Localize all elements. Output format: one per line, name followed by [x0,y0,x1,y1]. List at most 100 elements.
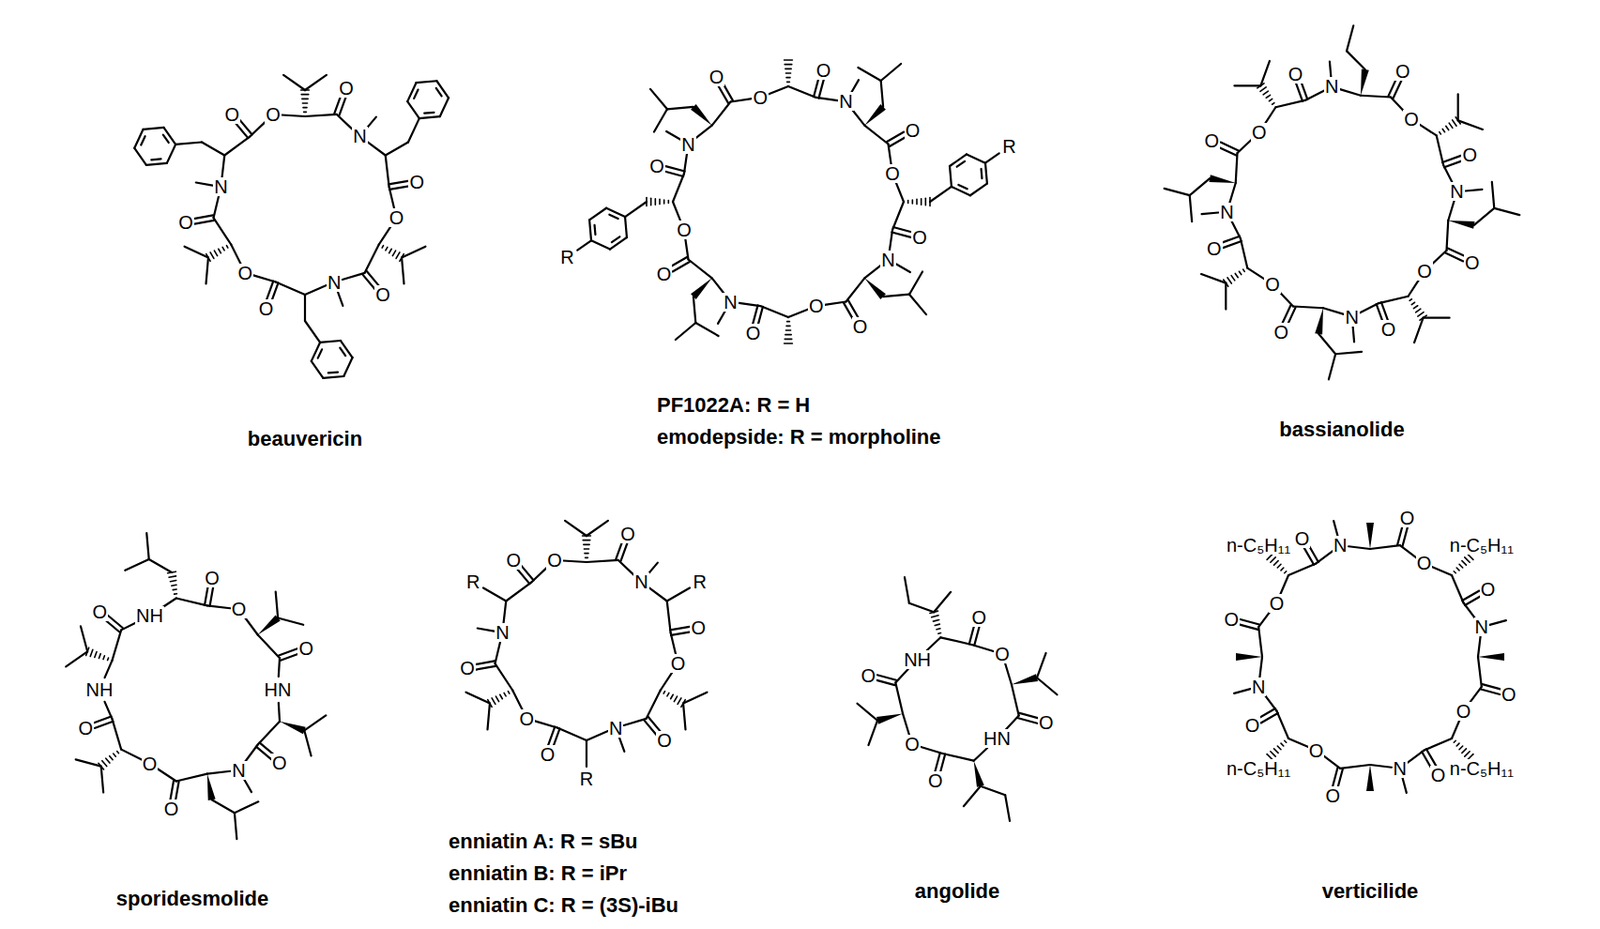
bond-line [938,632,942,635]
bond-line [1222,241,1242,248]
bond-line [932,619,939,622]
atom-label: O [177,213,195,232]
bond-line [275,592,278,619]
bond-line [234,812,237,839]
bond-line [786,325,791,328]
bond-line [193,214,214,219]
bond-line [1201,274,1226,284]
bond-line [583,544,590,547]
bond-line [76,759,102,766]
bond-line [609,214,618,219]
bond-line [813,77,819,97]
bond-line [424,111,434,115]
bond-line [582,539,591,542]
bond-line [589,208,607,221]
bond-line [304,294,306,321]
bond-line [385,246,388,250]
bond-line [881,63,901,81]
atom-label: N [1448,182,1464,201]
bond-line [379,225,393,245]
bond-line [1424,738,1452,751]
bond-line [507,691,509,694]
bond-line [895,682,903,714]
substituent-label: n-C₅H₁₁ [1448,759,1515,778]
bond-line [362,274,375,290]
bond-line [278,702,280,722]
bond-line [213,250,217,257]
bond-line [868,720,878,746]
bond-line [650,198,653,206]
bond-line [184,246,209,259]
atom-label: O [860,666,878,686]
bond-line [163,135,169,143]
bond-line [931,615,939,618]
bond-line [1360,95,1391,98]
bond-line [210,252,214,260]
atom-label: O [971,608,989,627]
bond-line [985,163,988,184]
bond-line [1453,740,1456,743]
bond-line [915,198,918,204]
bond-line [304,75,327,91]
bond-line [206,258,209,285]
atom-label: O [1402,109,1420,129]
bond-line [322,376,344,379]
bond-line [1348,546,1371,549]
atom-label: O [708,67,726,87]
bond-line [886,132,904,143]
wedge-bond [1366,764,1374,792]
bond-line [210,586,214,607]
bond-line [904,577,910,604]
atom-label: O [655,264,673,284]
atom-label: O [271,753,289,773]
wedge-bond [1208,174,1235,183]
bond-line [663,199,666,204]
bond-line [940,754,945,774]
atom-label: O [904,121,922,140]
atom-label: O [1416,261,1433,281]
bond-line [407,101,420,119]
bond-line [401,246,426,259]
bond-line [893,227,913,232]
bond-line [1340,764,1371,769]
bond-line [846,277,866,302]
bond-line [1274,748,1280,754]
bond-line [1337,769,1342,789]
bond-line [585,557,589,560]
bond-line [1378,296,1408,304]
bond-line [171,583,177,587]
bond-line [80,625,88,652]
bond-line [942,753,974,762]
wedge-bond [1011,673,1038,685]
atom-label: N [1332,535,1348,555]
bond-line [281,115,305,117]
bond-line [1436,135,1444,165]
bond-line [1474,208,1494,226]
atom-label: O [648,156,666,176]
bond-line [1280,743,1284,747]
wedge-bond [1478,653,1505,661]
atom-label: O [993,644,1011,664]
bond-line [1464,189,1482,192]
bond-line [818,78,823,98]
bond-line [564,520,587,536]
bond-line [1238,624,1258,629]
bond-line [929,186,952,202]
bond-line [304,715,326,731]
atom-label: N [1343,307,1359,327]
atom-label: O [458,658,476,678]
bond-line [94,721,114,729]
bond-line [667,692,670,696]
bond-line [1227,277,1232,284]
compound-name: emodepside: R = morpholine [656,426,942,449]
bond-line [974,625,979,645]
bond-line [146,163,168,166]
bond-line [585,740,588,767]
bond-line [194,220,214,225]
bond-line [695,322,718,336]
bond-line [436,88,442,96]
bond-line [1459,746,1463,750]
bond-line [1231,275,1235,281]
bond-line [1272,103,1275,106]
bond-line [907,200,910,204]
